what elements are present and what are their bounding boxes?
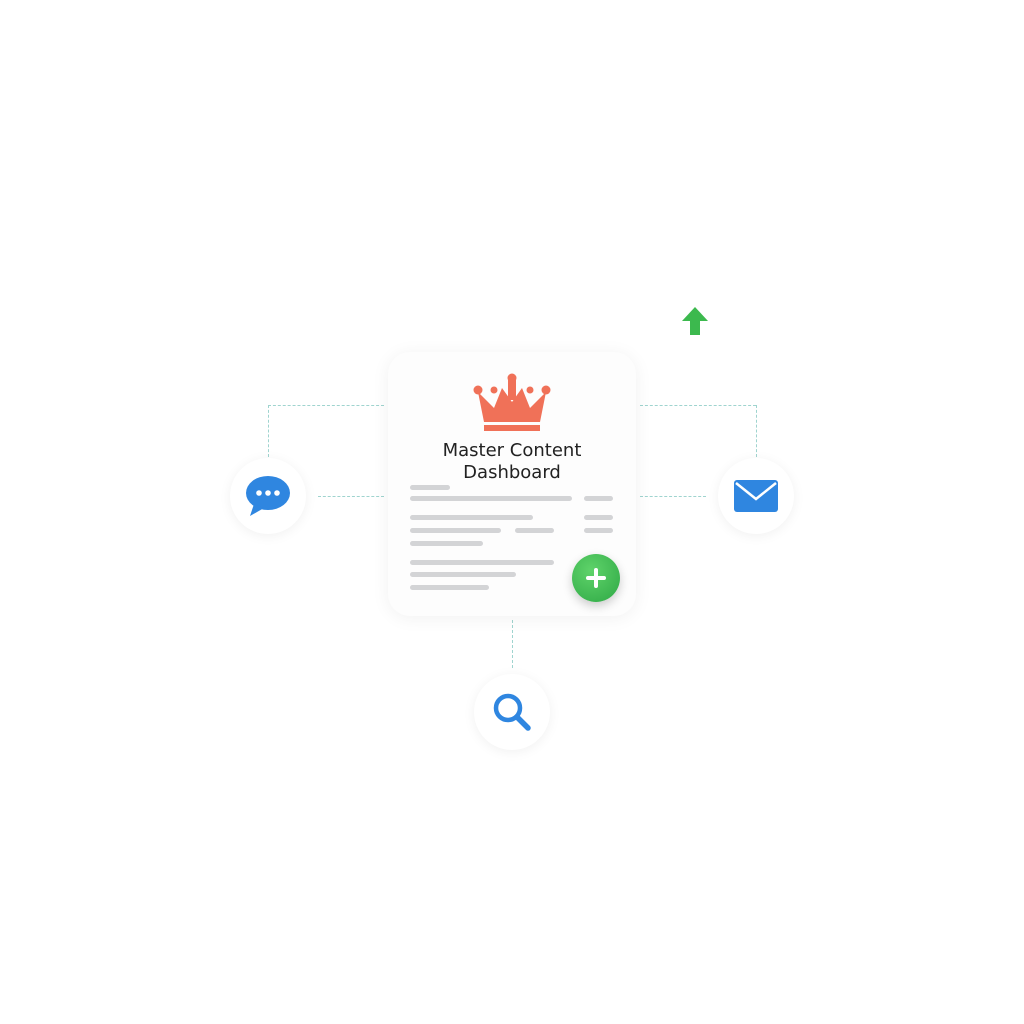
search-icon xyxy=(493,693,531,731)
title-line: Dashboard xyxy=(463,462,561,483)
connector-line xyxy=(756,405,757,457)
add-button[interactable] xyxy=(572,554,620,602)
up-arrow-icon xyxy=(682,307,708,335)
connector-line xyxy=(318,496,384,497)
crown-icon xyxy=(473,373,551,431)
mail-icon xyxy=(734,480,778,512)
mail-node[interactable] xyxy=(718,458,794,534)
connector-line xyxy=(268,405,384,406)
connector-line xyxy=(512,620,513,668)
card-title: Master Content Dashboard xyxy=(388,440,636,484)
connector-line xyxy=(268,405,269,457)
search-node[interactable] xyxy=(474,674,550,750)
chat-bubble-icon xyxy=(246,476,290,516)
plus-icon xyxy=(586,568,606,588)
connector-line xyxy=(640,496,706,497)
connector-line xyxy=(640,405,756,406)
chat-node[interactable] xyxy=(230,458,306,534)
title-line: Master Content xyxy=(442,440,582,461)
